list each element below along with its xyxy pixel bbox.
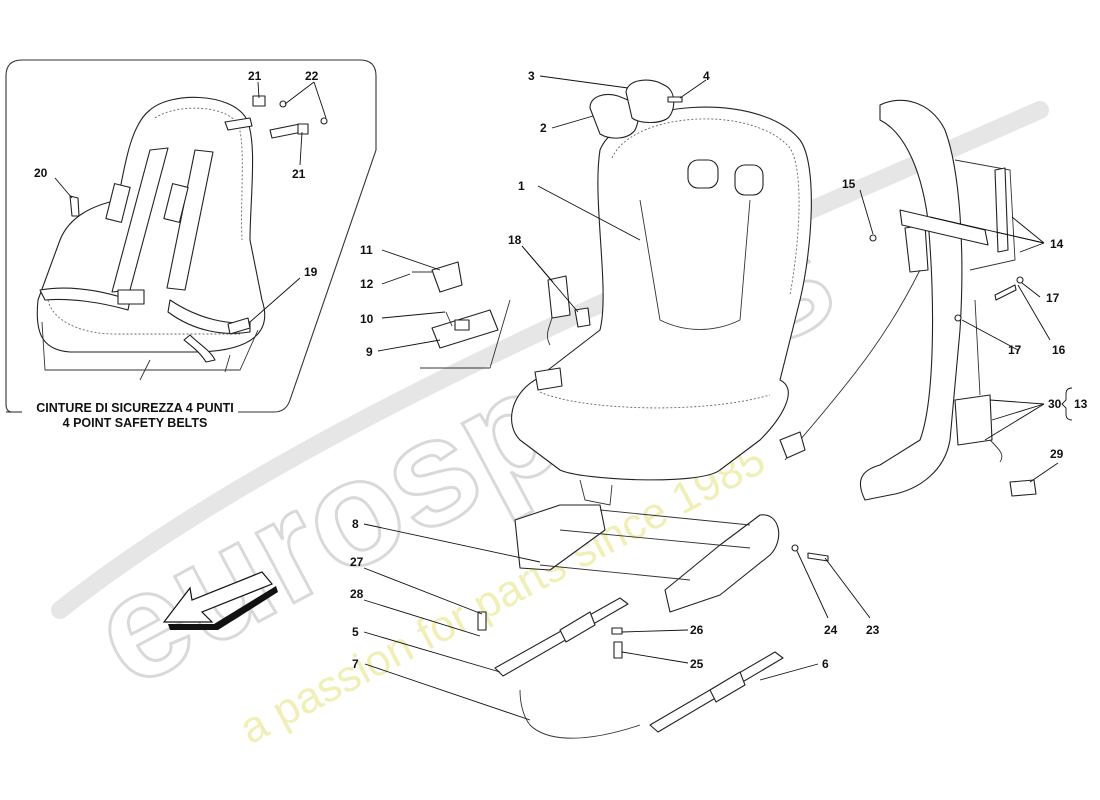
callout-16: 16: [1052, 343, 1066, 357]
callout-15: 15: [842, 177, 856, 191]
callout-24: 24: [824, 623, 838, 637]
direction-arrow: [162, 571, 278, 630]
callout-19: 19: [304, 265, 318, 279]
callout-6: 6: [822, 657, 829, 671]
callout-4: 4: [703, 69, 710, 83]
inset-caption-line2: 4 POINT SAFETY BELTS: [63, 416, 208, 430]
callout-25: 25: [690, 657, 704, 671]
leader-lines: [54, 75, 1073, 721]
callout-2: 2: [540, 121, 547, 135]
callout-12: 12: [360, 277, 374, 291]
main-seat: [511, 79, 812, 506]
callout-21-top: 21: [248, 69, 262, 83]
callout-22: 22: [305, 69, 319, 83]
callout-17-upper: 17: [1046, 291, 1060, 305]
callout-labels: 1 2 3 4 5 6 7 8 9 10 11 12 13 14 15 16 1…: [34, 69, 1088, 671]
callout-28: 28: [350, 587, 364, 601]
callout-11: 11: [360, 243, 373, 257]
seat-frame: [514, 504, 829, 613]
callout-20: 20: [34, 166, 48, 180]
callout-21-bottom: 21: [292, 167, 306, 181]
callout-29: 29: [1050, 447, 1064, 461]
callout-18: 18: [508, 233, 522, 247]
pillar-belt-assembly: [779, 99, 1037, 501]
callout-13: 13: [1074, 397, 1088, 411]
callout-3: 3: [528, 69, 535, 83]
callout-23: 23: [866, 623, 880, 637]
callout-7: 7: [352, 657, 359, 671]
seat-runners: [477, 597, 784, 739]
callout-1: 1: [518, 179, 525, 193]
inset-panel: CINTURE DI SICUREZZA 4 PUNTI 4 POINT SAF…: [5, 59, 377, 430]
callout-27: 27: [350, 555, 364, 569]
callout-17-lower: 17: [1008, 343, 1022, 357]
callout-5: 5: [352, 625, 359, 639]
callout-30: 30: [1048, 397, 1062, 411]
callout-9: 9: [366, 345, 373, 359]
callout-26: 26: [690, 623, 704, 637]
belt-buckle-parts: [412, 261, 591, 369]
callout-10: 10: [360, 312, 374, 326]
inset-caption-line1: CINTURE DI SICUREZZA 4 PUNTI: [36, 401, 233, 415]
callout-14: 14: [1050, 237, 1064, 251]
inset-seat: [36, 95, 328, 381]
callout-8: 8: [352, 517, 359, 531]
